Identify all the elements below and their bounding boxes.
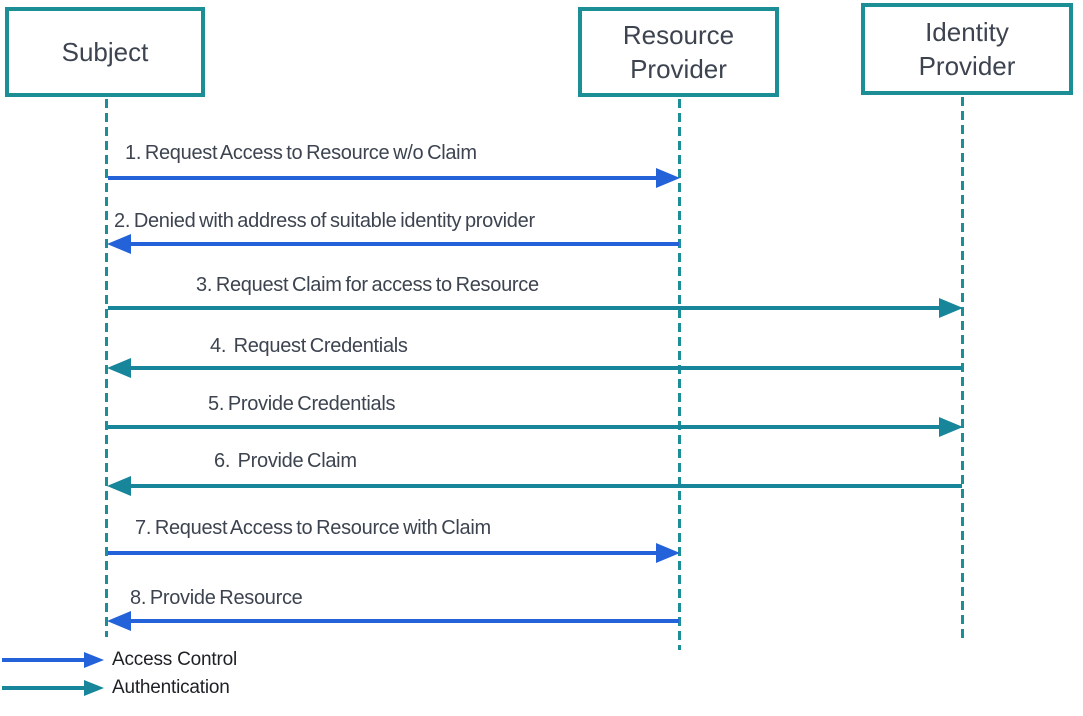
actor-box-resource-provider: Resource Provider bbox=[578, 7, 779, 97]
legend-access-control-label: Access Control bbox=[112, 649, 237, 670]
message-4-label: 4. Request Credentials bbox=[210, 335, 408, 357]
lifeline-identity-provider bbox=[961, 97, 964, 643]
legend-authentication-arrow-icon bbox=[2, 686, 84, 690]
actor-box-subject: Subject bbox=[5, 7, 205, 97]
message-8-arrow-icon bbox=[131, 619, 679, 623]
legend-access-control-arrow-icon bbox=[2, 658, 84, 662]
message-4-arrow-icon bbox=[131, 366, 962, 370]
message-2-arrow-icon bbox=[131, 242, 679, 246]
message-7-arrow-icon bbox=[108, 551, 656, 555]
message-2-label: 2. Denied with address of suitable ident… bbox=[114, 210, 535, 232]
message-8-label: 8. Provide Resource bbox=[130, 587, 303, 609]
message-1-label: 1. Request Access to Resource w/o Claim bbox=[125, 142, 477, 164]
message-5-arrow-icon bbox=[108, 425, 939, 429]
message-1-arrow-icon bbox=[108, 176, 656, 180]
message-5-label: 5. Provide Credentials bbox=[208, 393, 396, 415]
actor-label-identity-provider: Identity Provider bbox=[918, 16, 1016, 81]
message-6-label: 6. Provide Claim bbox=[214, 450, 357, 472]
actor-label-resource-provider: Resource Provider bbox=[622, 19, 735, 84]
message-6-arrow-icon bbox=[131, 484, 962, 488]
message-3-label: 3. Request Claim for access to Resource bbox=[196, 274, 539, 296]
lifeline-resource-provider bbox=[678, 99, 681, 650]
message-7-label: 7. Request Access to Resource with Claim bbox=[135, 517, 491, 539]
actor-label-subject: Subject bbox=[61, 36, 149, 67]
actor-box-identity-provider: Identity Provider bbox=[861, 3, 1073, 95]
message-3-arrow-icon bbox=[108, 306, 939, 310]
legend-authentication-label: Authentication bbox=[112, 677, 230, 698]
